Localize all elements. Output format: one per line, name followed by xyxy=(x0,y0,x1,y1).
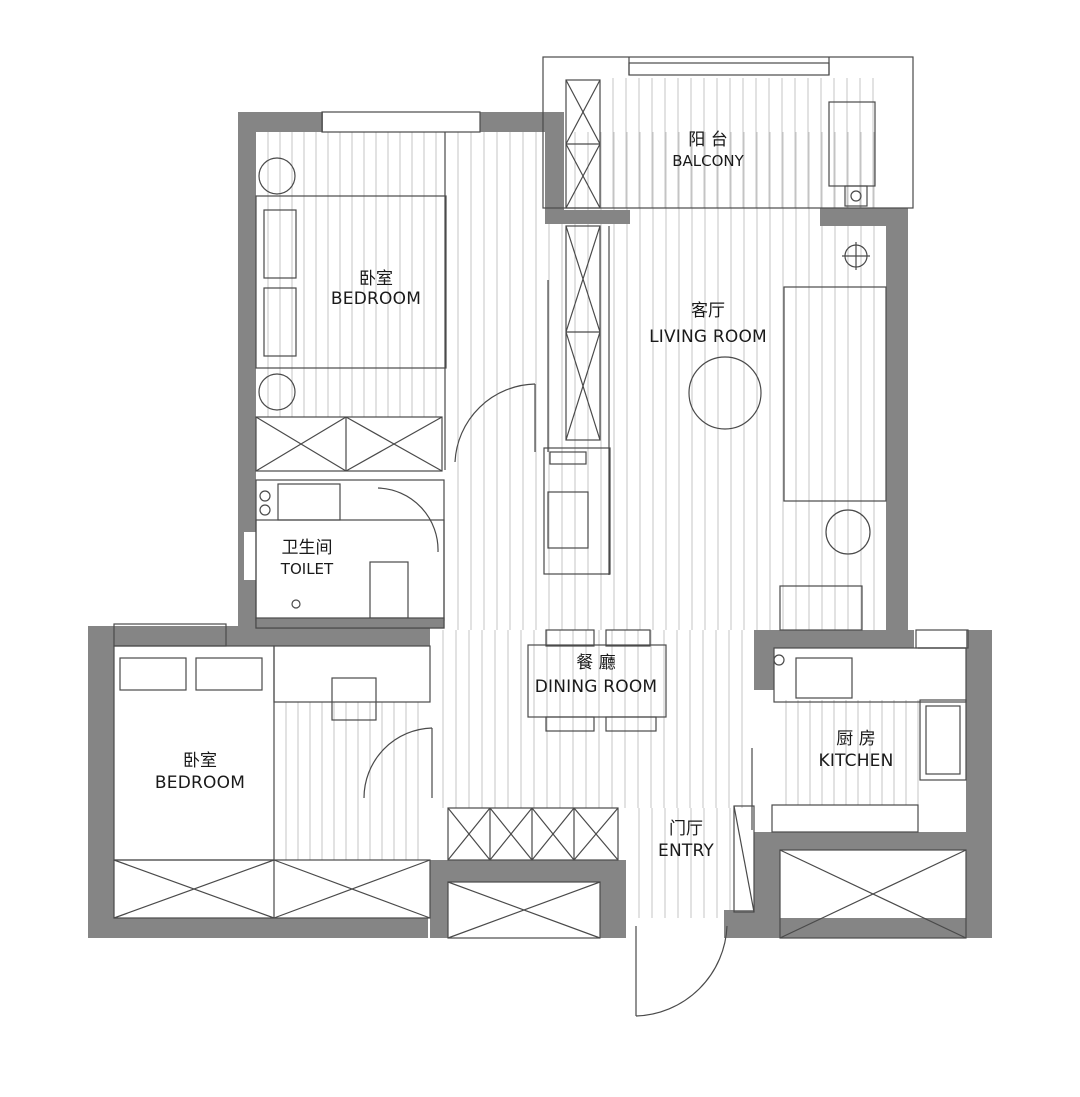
bedroom-bottom-label-cn: 卧室 xyxy=(183,751,217,771)
kitchen-label-cn: 厨 房 xyxy=(836,729,875,749)
bedroom-top-label-cn: 卧室 xyxy=(359,269,393,289)
floor-planks xyxy=(267,78,919,918)
interior-outlines xyxy=(113,56,969,939)
room-labels: 阳 台 BALCONY 卧室 BEDROOM 客厅 LIVING ROOM 卫生… xyxy=(155,130,893,861)
bedroom-top-label-en: BEDROOM xyxy=(331,289,421,309)
dining-label-en: DINING ROOM xyxy=(535,677,658,697)
kitchen-label-en: KITCHEN xyxy=(818,751,893,771)
living-label-cn: 客厅 xyxy=(691,301,725,321)
entry-label-en: ENTRY xyxy=(658,841,714,861)
bedroom-bottom-label-en: BEDROOM xyxy=(155,773,245,793)
balcony-label-en: BALCONY xyxy=(672,152,744,170)
entry-label-cn: 门厅 xyxy=(669,819,703,839)
exterior-walls xyxy=(88,112,992,938)
balcony-label-cn: 阳 台 xyxy=(688,130,727,150)
dining-label-cn: 餐 廳 xyxy=(576,653,615,673)
toilet-label-en: TOILET xyxy=(280,560,334,578)
toilet-label-cn: 卫生间 xyxy=(282,538,333,558)
doors xyxy=(363,383,753,1017)
living-label-en: LIVING ROOM xyxy=(649,327,767,347)
